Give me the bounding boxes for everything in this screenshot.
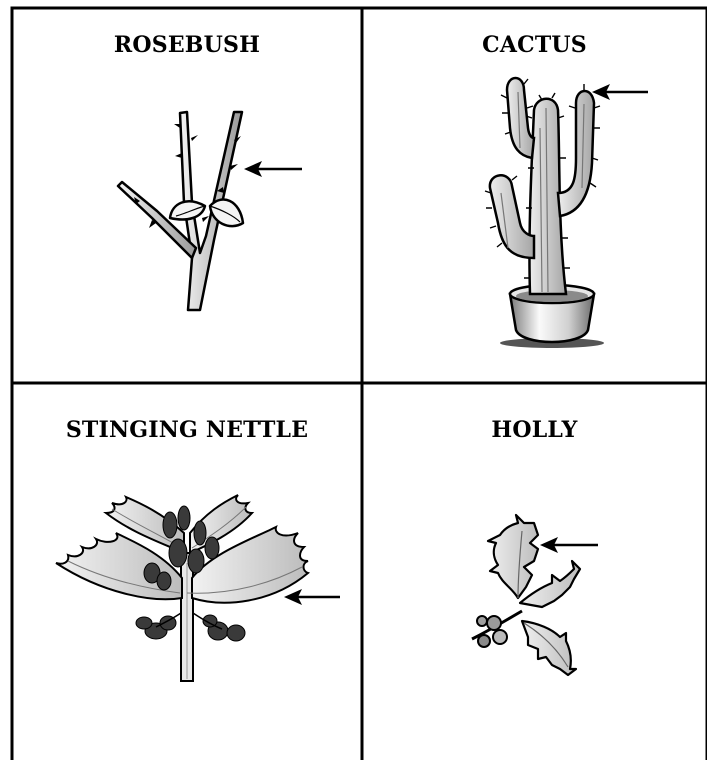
arrow-pointing-at-thorn	[244, 161, 302, 177]
stinging-nettle-icon	[12, 383, 362, 760]
panel-holly: HOLLY	[362, 383, 707, 760]
rosebush-stem-icon	[12, 8, 362, 383]
panel-stinging-nettle: STINGING NETTLE	[12, 383, 362, 760]
arrow-pointing-at-leaf-spine	[540, 537, 598, 553]
panel-cactus: CACTUS	[362, 8, 707, 383]
holly-icon	[362, 383, 707, 760]
cactus-icon	[362, 8, 707, 383]
panel-rosebush: ROSEBUSH	[12, 8, 362, 383]
arrow-pointing-at-spines	[592, 84, 648, 100]
arrow-pointing-at-leaf	[284, 589, 340, 605]
